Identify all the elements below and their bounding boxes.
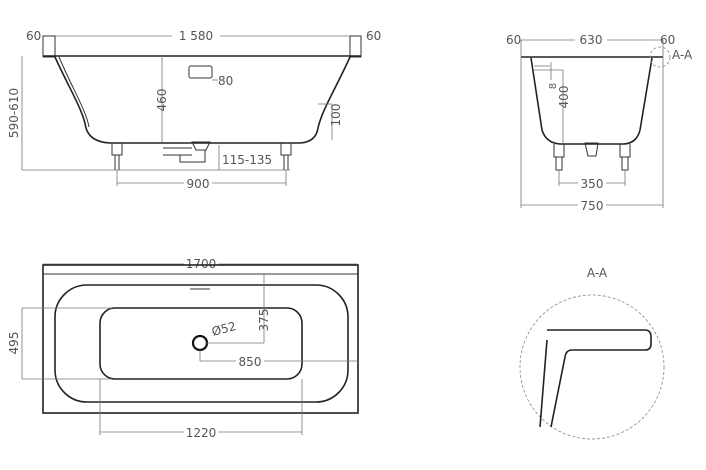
- dim-side-rim-right: 60: [660, 33, 675, 47]
- dim-side-leg-spacing: 350: [581, 177, 604, 191]
- dim-inner-length-top: 1220: [186, 426, 217, 440]
- section-marker: A-A: [672, 48, 693, 62]
- dim-drain-from-end: 850: [239, 355, 262, 369]
- detail-section-a-a: A-A: [519, 266, 665, 440]
- dim-total-height: 590-610: [7, 88, 21, 138]
- dim-drain-from-top: 375: [257, 309, 271, 332]
- detail-title: A-A: [587, 266, 608, 280]
- dim-side-rim-left: 60: [506, 33, 521, 47]
- dim-depth: 460: [155, 89, 169, 112]
- dim-drain-height: 115-135: [222, 153, 272, 167]
- dim-offset: 8: [548, 83, 559, 89]
- front-view: 1 580 60 60 80 460 590-610 100 115-135: [7, 29, 381, 191]
- dim-total-length: 1700: [186, 257, 217, 271]
- dim-total-width: 750: [581, 199, 604, 213]
- dim-inner-width-top: 495: [7, 332, 21, 355]
- dim-rim-left: 60: [26, 29, 41, 43]
- dim-side-depth: 400: [557, 86, 571, 109]
- dim-inner-width: 630: [580, 33, 603, 47]
- dim-rim-right: 60: [366, 29, 381, 43]
- dim-overflow: 80: [218, 74, 233, 88]
- dim-inner-length: 1 580: [179, 29, 213, 43]
- dim-leg-spacing: 900: [187, 177, 210, 191]
- dim-side-panel: 100: [329, 104, 343, 127]
- dim-drain-diameter: Ø52: [210, 319, 237, 339]
- top-view: 1700 Ø52 375 850 495 1220: [7, 257, 359, 440]
- side-view: 630 60 60 A-A 8 400 350 750: [506, 33, 693, 213]
